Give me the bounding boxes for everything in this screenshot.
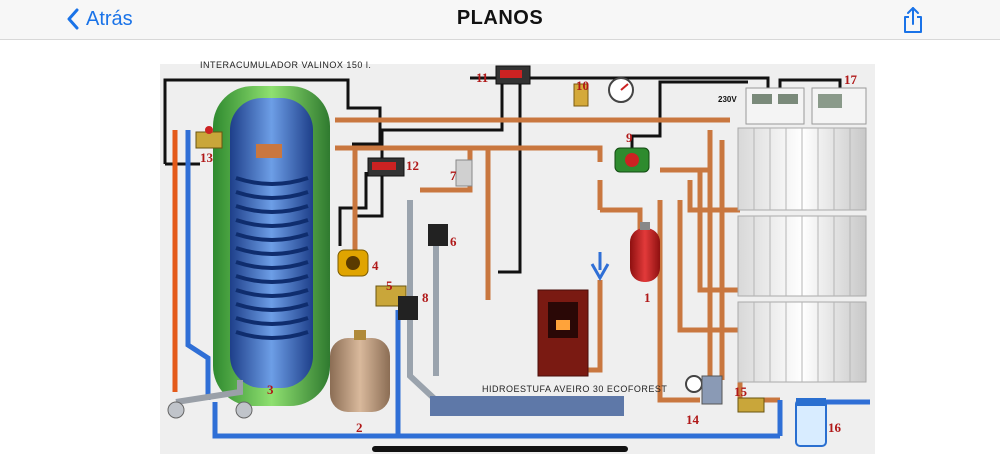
back-label: Atrás — [86, 7, 133, 30]
hot-pipes — [335, 117, 780, 403]
flow-arrow — [590, 252, 610, 282]
label-7: 7 — [450, 168, 457, 183]
share-button[interactable] — [900, 6, 926, 34]
label-14: 14 — [686, 412, 700, 427]
voltage-label: 230V — [718, 95, 737, 104]
label-1: 1 — [644, 290, 651, 305]
valve-7 — [455, 159, 473, 187]
radiator-top — [737, 127, 867, 211]
thermostat-17 — [811, 87, 867, 125]
label-8: 8 — [422, 290, 429, 305]
home-indicator[interactable] — [372, 446, 628, 452]
radiator-middle — [737, 215, 867, 297]
controller-11 — [495, 65, 531, 85]
pressure-gauge — [608, 77, 634, 103]
expansion-vessel-1 — [630, 222, 660, 282]
pellet-stove — [537, 289, 589, 377]
label-17: 17 — [844, 72, 858, 87]
stove-label: HIDROESTUFA AVEIRO 30 ECOFOREST — [482, 384, 667, 394]
label-3: 3 — [267, 382, 274, 397]
label-16: 16 — [828, 420, 842, 435]
tank-interacumulador — [213, 86, 330, 406]
valve-6 — [428, 224, 448, 246]
chevron-left-icon — [67, 8, 79, 30]
label-6: 6 — [450, 234, 457, 249]
label-4: 4 — [372, 258, 379, 273]
label-13: 13 — [200, 150, 214, 165]
label-12: 12 — [406, 158, 419, 173]
heating-diagram: INTERACUMULADOR VALINOX 150 l. HIDROESTU… — [160, 60, 875, 454]
label-15: 15 — [734, 384, 748, 399]
faucet — [167, 380, 253, 419]
valve-8 — [398, 296, 418, 320]
drain-duct — [430, 396, 624, 416]
water-filter-16 — [795, 398, 827, 447]
label-9: 9 — [626, 130, 633, 145]
label-10: 10 — [576, 78, 589, 93]
back-button[interactable]: Atrás — [66, 6, 133, 32]
navigation-bar: Atrás PLANOS — [0, 0, 1000, 40]
label-5: 5 — [386, 278, 393, 293]
valve-13 — [195, 126, 223, 149]
share-icon — [904, 7, 922, 33]
circulation-pump-9 — [614, 147, 650, 173]
circulation-pump-4 — [337, 249, 369, 277]
controller-12 — [367, 157, 405, 177]
content-area: INTERACUMULADOR VALINOX 150 l. HIDROESTU… — [0, 40, 1000, 462]
valve-15 — [737, 397, 765, 413]
air-vent-10 — [573, 83, 589, 107]
tank-label: INTERACUMULADOR VALINOX 150 l. — [200, 60, 371, 70]
expansion-vessel-2 — [330, 330, 390, 412]
label-2: 2 — [356, 420, 363, 435]
radiator-bottom — [737, 301, 867, 383]
label-11: 11 — [476, 70, 488, 85]
control-box — [745, 87, 805, 125]
pressure-gauge-14 — [685, 375, 723, 405]
page-title: PLANOS — [456, 7, 544, 29]
